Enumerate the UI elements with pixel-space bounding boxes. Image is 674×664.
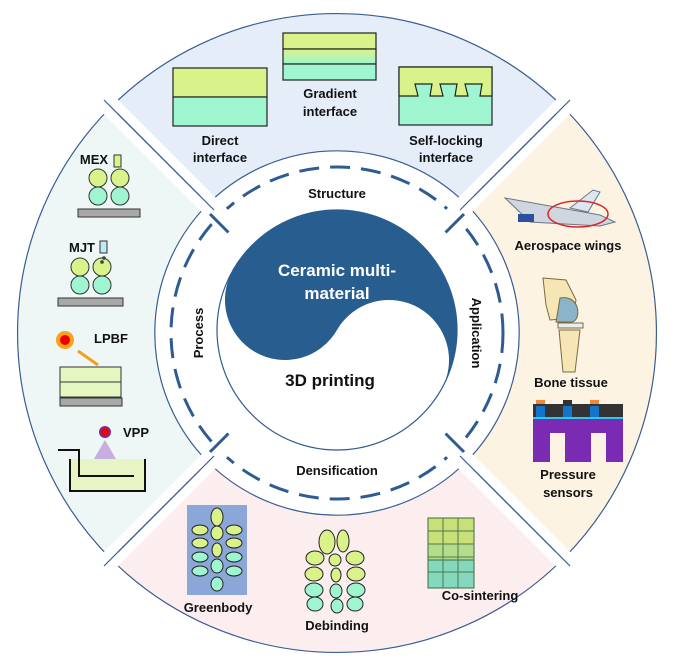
co-sintering-icon [427,517,475,589]
dashed-ring [169,165,505,501]
structure-label-3b: interface [419,150,473,165]
ring-label-densification: Densification [296,463,378,478]
process-label-lpbf: LPBF [94,331,128,346]
self-locking-interface-icon [398,66,493,126]
yin-yang-dark [224,209,458,390]
application-label-aerospace: Aerospace wings [515,238,622,253]
knee-bone-icon [542,277,584,373]
direct-interface-icon [172,67,268,127]
greenbody-icon [187,505,247,595]
lpbf-icon [56,331,123,407]
structure-label-1a: Direct [202,133,240,148]
application-label-sensor-2: sensors [543,485,593,500]
debinding-icon [304,529,366,614]
densification-label-greenbody: Greenbody [184,600,253,615]
ring-label-process: Process [191,308,206,359]
structure-label-1b: interface [193,150,247,165]
structure-sector [110,12,564,205]
process-label-vpp: VPP [123,425,149,440]
airplane-icon [503,189,617,228]
structure-label-2a: Gradient [303,86,357,101]
process-label-mjt: MJT [69,240,95,255]
center-top-line2: material [304,284,369,303]
vpp-icon [58,426,146,492]
mex-icon [77,154,141,218]
process-sector [16,106,209,560]
mjt-icon [57,240,124,307]
process-label-mex: MEX [80,152,109,167]
structure-label-3a: Self-locking [409,133,483,148]
densification-label-co-sintering: Co-sintering [442,588,519,603]
center-bottom-text: 3D printing [285,371,375,390]
application-label-bone: Bone tissue [534,375,608,390]
structure-label-2b: interface [303,104,357,119]
ring-label-application: Application [469,298,484,369]
gradient-interface-icon [282,32,377,81]
dashed-corners [208,212,466,454]
pressure-sensor-icon [533,400,623,462]
center-top-line1: Ceramic multi- [278,261,396,280]
gap-edges [103,99,571,567]
densification-label-debinding: Debinding [305,618,369,633]
application-label-sensor-1: Pressure [540,467,596,482]
ring-label-structure: Structure [308,186,366,201]
